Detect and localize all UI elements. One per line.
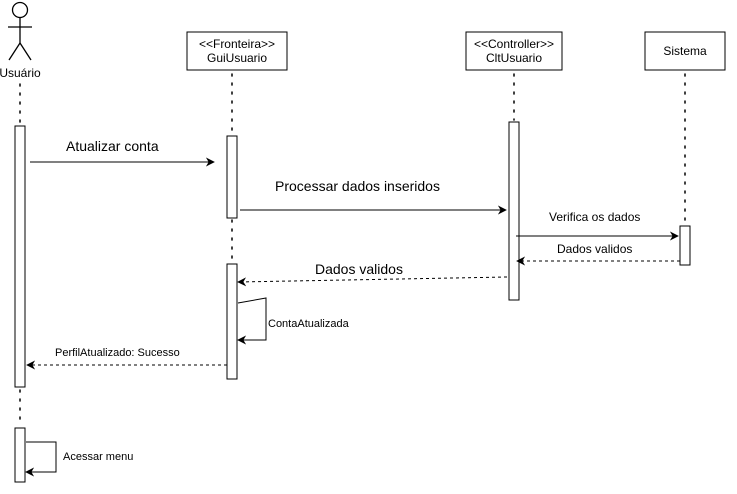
message-label: Dados validos [557,242,632,256]
participant-name: Sistema [663,44,707,58]
activation-guiusuario-2 [226,263,238,380]
actor-label: Usuário [0,66,41,80]
message-verifica-dados: Verifica os dados [516,210,679,241]
participant-stereotype: <<Controller>> [474,37,554,51]
message-self-acessar-menu: Acessar menu [25,441,133,477]
message-self-conta-atualizada: ContaAtualizada [237,297,350,345]
activation-usuario-1 [14,125,26,388]
message-label: PerfilAtualizado: Sucesso [55,347,180,359]
activation-sistema [679,225,691,266]
message-label: Atualizar conta [66,138,159,154]
participant-sistema: Sistema [644,31,726,71]
message-atualizar-conta: Atualizar conta [30,138,215,167]
activation-usuario-2 [14,427,26,483]
participant-stereotype: <<Fronteira>> [199,37,275,51]
participant-name: GuiUsuario [207,51,267,65]
message-processar-dados: Processar dados inseridos [240,178,507,215]
participant-guiusuario: <<Fronteira>> GuiUsuario [186,31,288,71]
message-label: ContaAtualizada [268,318,350,330]
message-label: Verifica os dados [549,210,640,224]
stick-figure-icon [8,1,32,61]
message-label: Processar dados inseridos [275,178,440,194]
participant-cltusuario: <<Controller>> CltUsuario [465,31,563,71]
message-return-dados-validos-sistema: Dados validos [516,242,680,266]
actor-usuario: Usuário [0,1,41,80]
message-return-perfil-atualizado: PerfilAtualizado: Sucesso [26,347,227,370]
message-label: Acessar menu [63,451,133,463]
activation-guiusuario-1 [226,135,238,219]
message-label: Dados validos [315,261,403,277]
message-return-dados-validos-controller: Dados validos [237,261,508,287]
activation-cltusuario [508,121,520,301]
participant-name: CltUsuario [486,51,542,65]
